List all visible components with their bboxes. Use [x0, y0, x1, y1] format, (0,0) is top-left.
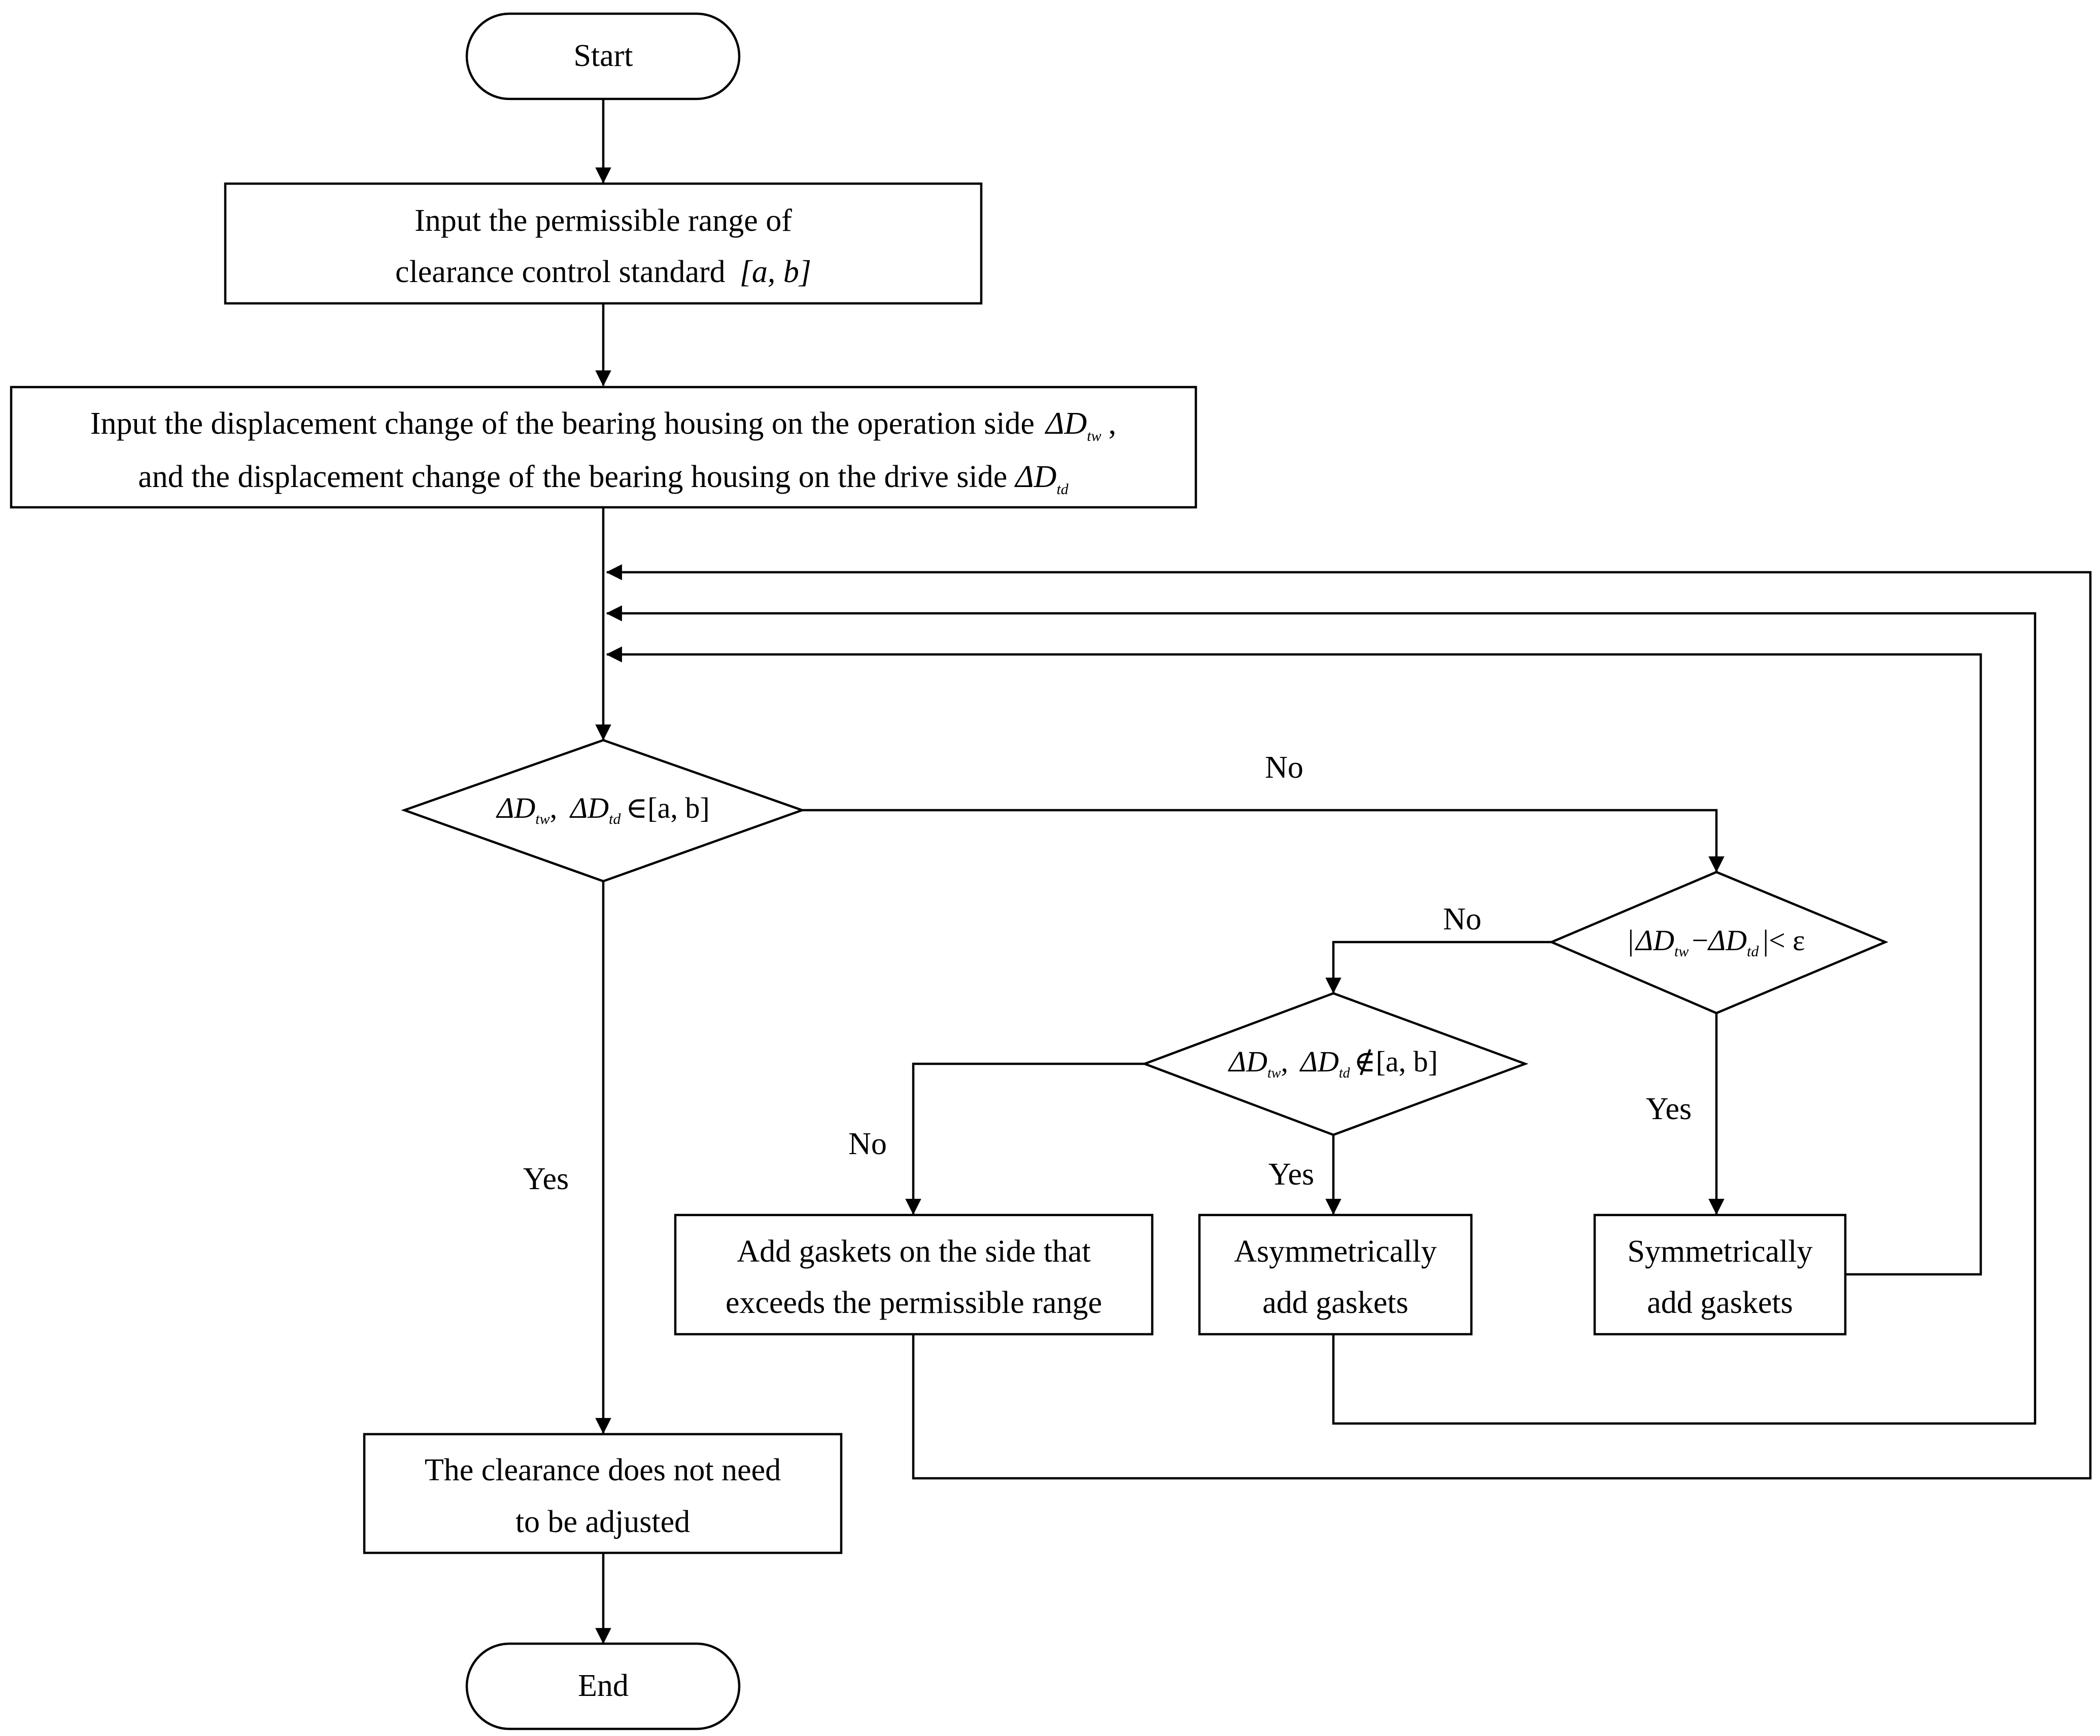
connectors [595, 99, 2092, 1644]
loop-add-side-return [606, 564, 2092, 1480]
start-node: Start [465, 12, 741, 100]
no-adjust-line1: The clearance does not need [425, 1453, 781, 1487]
label-yes-main: Yes [523, 1162, 569, 1196]
loop-asymmetric-return [606, 605, 2037, 1425]
decision-in-range-expr: ΔDtw,ΔDtd∈[a, b] [496, 791, 709, 827]
add-side-line2: exceeds the permissible range [726, 1286, 1102, 1320]
loop-symmetric-return [606, 646, 1982, 1276]
asymmetric-line2: add gaskets [1262, 1286, 1408, 1320]
edge-decision-notin-no [905, 1062, 1145, 1215]
edge-decision-in-range-no [802, 809, 1725, 873]
end-node: End [465, 1642, 741, 1730]
label-no-notin: No [848, 1127, 887, 1161]
label-yes-diff: Yes [1646, 1092, 1692, 1126]
end-label: End [578, 1669, 629, 1703]
input-displacement-line2: and the displacement change of the beari… [138, 460, 1069, 498]
start-label: Start [573, 39, 633, 73]
symmetric-line1: Symmetrically [1627, 1234, 1812, 1269]
decision-in-range: ΔDtw,ΔDtd∈[a, b] [401, 739, 806, 883]
input-range-line2: clearance control standard[a, b] [395, 255, 811, 289]
decision-diff: |ΔDtw−ΔDtd|< ε [1548, 871, 1888, 1015]
decision-not-in-range: ΔDtw,ΔDtd∉[a, b] [1141, 992, 1529, 1136]
input-displacement-line1: Input the displacement change of the bea… [90, 406, 1116, 444]
add-side-line1: Add gaskets on the side that [737, 1234, 1090, 1269]
label-no-diff: No [1443, 902, 1482, 936]
decision-not-in-expr: ΔDtw,ΔDtd∉[a, b] [1228, 1045, 1438, 1081]
input-displacement-node: Input the displacement change of the bea… [10, 386, 1197, 509]
label-no-main: No [1265, 750, 1303, 785]
asymmetric-line1: Asymmetrically [1234, 1234, 1436, 1269]
input-range-line1: Input the permissible range of [415, 203, 792, 238]
add-side-node: Add gaskets on the side that exceeds the… [674, 1213, 1154, 1336]
no-adjust-node: The clearance does not need to be adjust… [363, 1433, 843, 1554]
asymmetric-node: Asymmetrically add gaskets [1198, 1213, 1473, 1336]
label-yes-notin: Yes [1268, 1157, 1314, 1192]
no-adjust-line2: to be adjusted [515, 1505, 690, 1539]
decision-diff-expr: |ΔDtw−ΔDtd|< ε [1628, 924, 1805, 960]
edge-decision-diff-no [1325, 941, 1552, 994]
symmetric-node: Symmetrically add gaskets [1593, 1213, 1847, 1336]
input-range-node: Input the permissible range of clearance… [224, 182, 983, 305]
symmetric-line2: add gaskets [1647, 1286, 1793, 1320]
